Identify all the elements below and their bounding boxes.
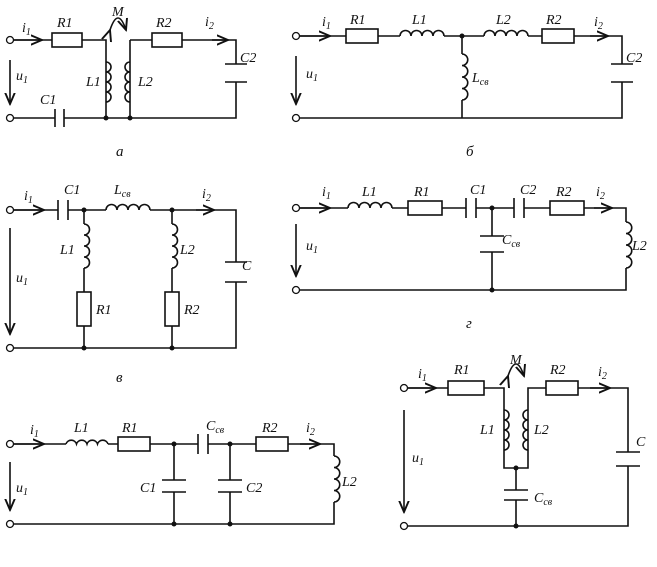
- svg-text:R1: R1: [121, 421, 138, 436]
- svg-text:i1: i1: [418, 367, 427, 384]
- resistor-r1: [117, 436, 151, 452]
- svg-text:C: C: [636, 435, 646, 450]
- svg-text:u1: u1: [306, 67, 318, 84]
- capacitor-ccv: [504, 489, 528, 501]
- svg-text:C2: C2: [246, 481, 262, 496]
- svg-text:C2: C2: [520, 183, 536, 198]
- svg-text:R2: R2: [549, 363, 566, 378]
- svg-text:L1: L1: [85, 75, 101, 90]
- resistor-r1: [51, 32, 83, 48]
- svg-text:в: в: [116, 370, 123, 386]
- svg-text:u1: u1: [16, 481, 28, 498]
- svg-text:L1: L1: [361, 185, 377, 200]
- circuit-d: i1 u1 L1 R1 Cсв R2 C1 C2 L2 i2: [7, 419, 357, 529]
- resistor-r2: [255, 436, 289, 452]
- svg-text:i1: i1: [30, 423, 39, 440]
- svg-text:i1: i1: [322, 15, 331, 32]
- svg-text:а: а: [116, 144, 124, 160]
- capacitor-c2: [513, 198, 525, 218]
- capacitor-c2: [611, 63, 633, 83]
- svg-text:R2: R2: [155, 16, 172, 31]
- resistor-r2: [545, 380, 579, 396]
- capacitor-c1: [54, 109, 65, 127]
- svg-text:i2: i2: [594, 15, 603, 32]
- svg-text:C1: C1: [140, 481, 156, 496]
- svg-text:Lсв: Lсв: [113, 183, 131, 200]
- svg-text:R2: R2: [555, 185, 572, 200]
- svg-text:L2: L2: [631, 239, 647, 254]
- mutual-arc: [110, 17, 126, 30]
- resistor-r2: [164, 291, 180, 327]
- resistor-r2: [549, 200, 585, 216]
- svg-text:i2: i2: [598, 365, 607, 382]
- svg-text:L2: L2: [179, 243, 195, 258]
- capacitor-c2: [218, 479, 242, 493]
- svg-text:Lсв: Lсв: [471, 71, 489, 88]
- svg-text:M: M: [111, 5, 125, 20]
- svg-text:R1: R1: [413, 185, 430, 200]
- svg-text:C1: C1: [40, 93, 56, 108]
- svg-text:C1: C1: [470, 183, 486, 198]
- svg-text:C2: C2: [240, 51, 256, 66]
- svg-text:u1: u1: [306, 239, 318, 256]
- svg-text:L1: L1: [479, 423, 495, 438]
- svg-text:L1: L1: [73, 421, 89, 436]
- svg-text:C1: C1: [64, 183, 80, 198]
- svg-text:i2: i2: [596, 185, 605, 202]
- svg-text:L2: L2: [533, 423, 549, 438]
- svg-text:Cсв: Cсв: [206, 419, 225, 436]
- circuit-e: i1 u1 R1 R2 M L1 L2 Cсв C i2: [401, 353, 646, 531]
- svg-text:i2: i2: [202, 187, 211, 204]
- terminal: [5, 35, 15, 45]
- svg-text:i1: i1: [322, 185, 331, 202]
- svg-text:L1: L1: [411, 13, 427, 28]
- svg-text:г: г: [466, 316, 472, 332]
- circuit-b: i1 u1 R1 L1 L2 R2 Lсв C2 i2 б: [293, 13, 642, 160]
- svg-text:б: б: [466, 144, 474, 160]
- capacitor-c1: [57, 200, 69, 220]
- svg-text:R1: R1: [349, 13, 366, 28]
- capacitor-c1: [465, 198, 477, 218]
- svg-text:R1: R1: [56, 16, 73, 31]
- svg-text:R1: R1: [453, 363, 470, 378]
- svg-text:C: C: [242, 259, 252, 274]
- svg-text:L2: L2: [495, 13, 511, 28]
- svg-text:i1: i1: [24, 189, 33, 206]
- svg-text:L1: L1: [59, 243, 75, 258]
- svg-text:Cсв: Cсв: [502, 233, 521, 250]
- svg-text:R2: R2: [183, 303, 200, 318]
- resistor-r2: [541, 28, 575, 44]
- capacitor-c1: [162, 479, 186, 493]
- svg-text:R1: R1: [95, 303, 112, 318]
- svg-text:i2: i2: [306, 421, 315, 438]
- mutual-arc: [508, 363, 524, 376]
- svg-text:L2: L2: [341, 475, 357, 490]
- svg-text:u1: u1: [16, 271, 28, 288]
- capacitor-ccv: [480, 235, 504, 253]
- terminal: [5, 113, 15, 123]
- resistor-r1: [345, 28, 379, 44]
- svg-text:u1: u1: [16, 69, 28, 86]
- resistor-r1: [407, 200, 443, 216]
- svg-text:u1: u1: [412, 451, 424, 468]
- circuit-a: i1 u1 R1 R2 M L1 L2 C1 C2 i2 а: [5, 5, 256, 160]
- resistor-r2: [151, 32, 183, 48]
- capacitor-c: [616, 451, 640, 467]
- svg-text:i1: i1: [22, 21, 31, 38]
- svg-text:C2: C2: [626, 51, 642, 66]
- svg-text:Cсв: Cсв: [534, 491, 553, 508]
- capacitor-c: [225, 261, 247, 283]
- capacitor-ccv: [197, 434, 209, 454]
- svg-text:M: M: [509, 353, 523, 368]
- svg-text:i2: i2: [205, 15, 214, 32]
- svg-text:R2: R2: [261, 421, 278, 436]
- circuit-g: i1 u1 L1 R1 C1 C2 R2 Cсв L2 i2 г: [293, 183, 647, 332]
- svg-text:L2: L2: [137, 75, 153, 90]
- capacitor-c2: [225, 63, 247, 83]
- svg-text:R2: R2: [545, 13, 562, 28]
- resistor-r1: [76, 291, 92, 327]
- resistor-r1: [447, 380, 485, 396]
- circuit-v: i1 u1 C1 Lсв L1 L2 R1 R2 C i2 в: [7, 183, 252, 386]
